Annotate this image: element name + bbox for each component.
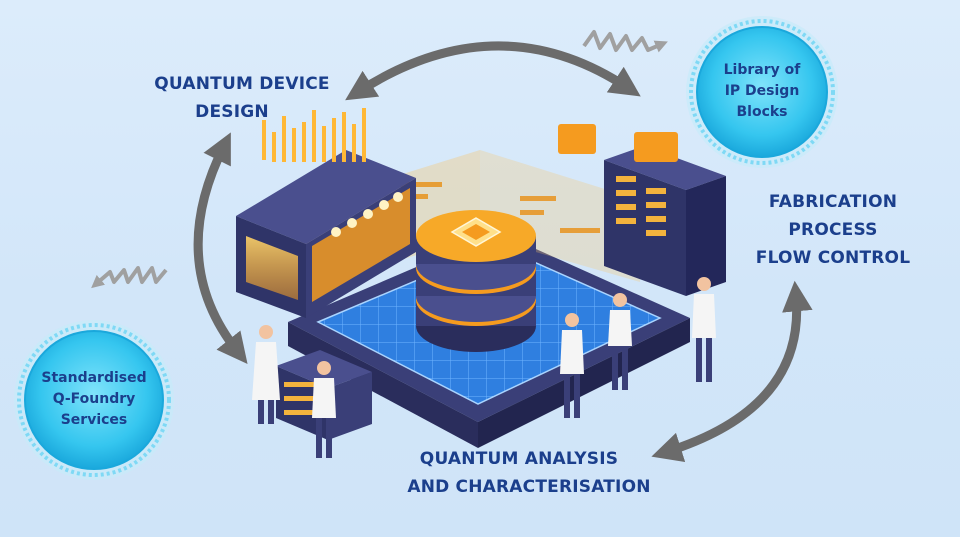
ip-library-label: Library of IP Design Blocks [702, 60, 822, 123]
stage-label-fabrication: FABRICATION PROCESS FLOW CONTROL [744, 188, 922, 272]
scientist-figure [560, 313, 584, 418]
front-console [276, 350, 372, 440]
stage-label-design: QUANTUM DEVICE DESIGN [134, 70, 350, 126]
stage-label-line: QUANTUM ANALYSIS [419, 449, 619, 469]
cycle-arrow-right [651, 280, 813, 463]
foundry-circle [14, 320, 174, 480]
quantum-chip-icon [450, 217, 502, 247]
circle-label-line: Standardised [41, 370, 147, 386]
circle-label-line: Blocks [736, 104, 788, 120]
ip-library-circle [686, 16, 838, 168]
circle-label-line: Library of [723, 62, 801, 78]
server-rack-right [558, 124, 726, 296]
cycle-arrow-top [345, 41, 641, 101]
squiggle-arrow-ip-library [582, 30, 668, 53]
stage-label-line: QUANTUM DEVICE [154, 74, 330, 94]
stage-label-line: AND CHARACTERISATION [407, 477, 651, 497]
stage-label-line: DESIGN [195, 102, 269, 122]
stage-label-line: FLOW CONTROL [755, 248, 911, 268]
server-rack-left [236, 108, 416, 318]
stage-label-line: FABRICATION [768, 192, 898, 212]
scientist-figure [692, 277, 716, 382]
stage-label-analysis: QUANTUM ANALYSIS AND CHARACTERISATION [384, 445, 674, 501]
stage-label-line: PROCESS [788, 220, 878, 240]
circle-label-line: Q-Foundry [52, 391, 136, 407]
scientist-figure [252, 325, 280, 424]
cycle-arrow-left [193, 132, 248, 364]
quantum-core [416, 210, 536, 352]
circle-label-line: IP Design [724, 83, 800, 99]
scientist-figure [312, 361, 336, 458]
foundry-label: Standardised Q-Foundry Services [29, 368, 159, 431]
circle-label-line: Services [60, 412, 128, 428]
scientist-figures [252, 277, 716, 458]
squiggle-arrow-foundry [91, 266, 168, 289]
scientist-figure [608, 293, 632, 390]
